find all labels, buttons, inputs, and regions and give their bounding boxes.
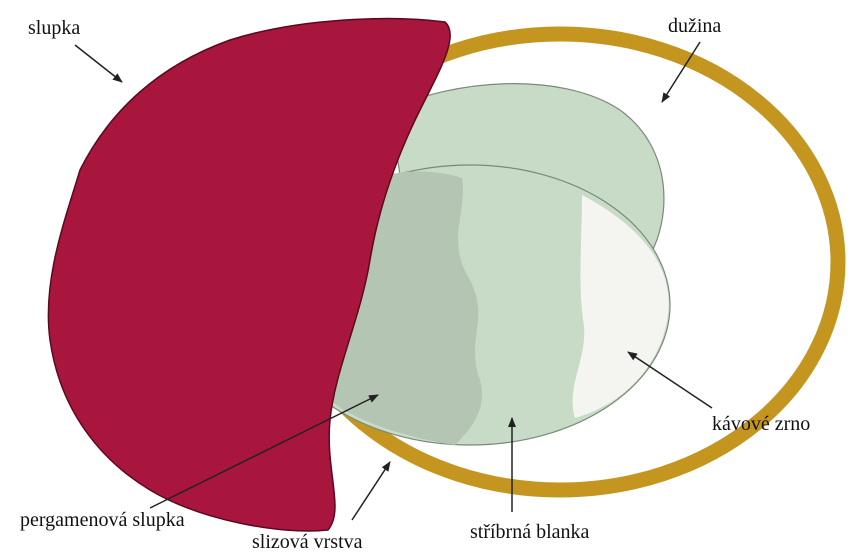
label-pulp: dužina <box>668 15 721 37</box>
label-parchment: pergamenová slupka <box>20 509 185 531</box>
label-silver-skin: stříbrná blanka <box>470 521 590 543</box>
label-skin: slupka <box>28 17 80 39</box>
label-mucilage: slizová vrstva <box>252 531 363 553</box>
arrow-skin <box>75 45 122 82</box>
arrow-mucilage <box>352 462 390 520</box>
arrow-bean <box>628 352 712 408</box>
label-bean: kávové zrno <box>712 413 810 435</box>
